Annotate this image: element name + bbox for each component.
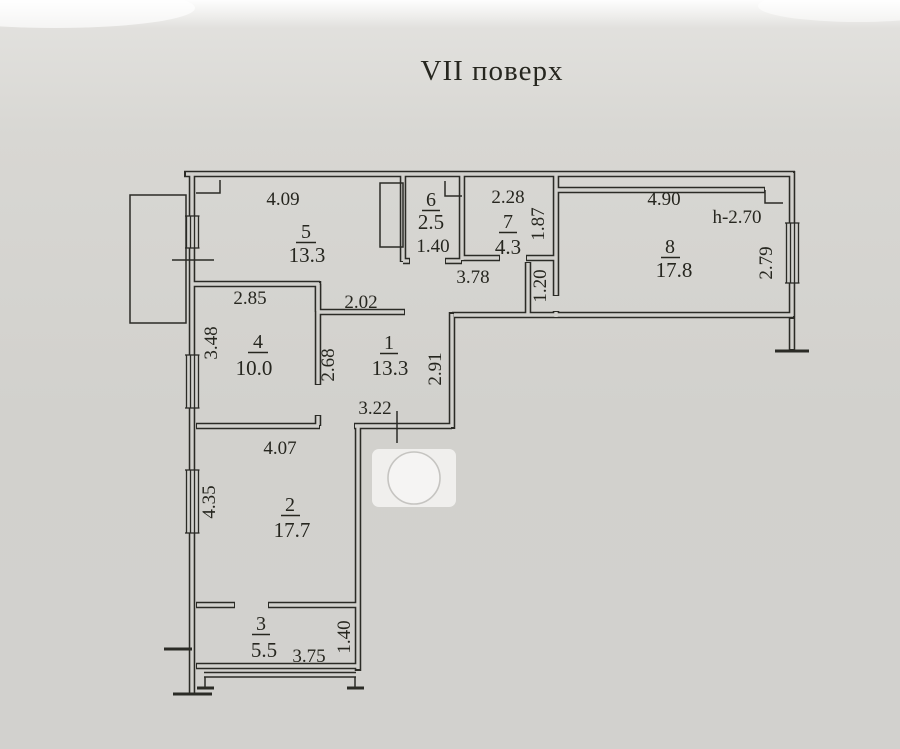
- room2-number: 2: [285, 494, 295, 516]
- dim-room5-width: 4.09: [266, 189, 299, 210]
- plan-title: VII поверх: [421, 55, 564, 87]
- room2-area: 17.7: [274, 518, 311, 542]
- room1-area: 13.3: [372, 356, 409, 380]
- external-loggia-outline: [129, 194, 187, 324]
- room7-area: 4.3: [495, 235, 521, 259]
- window-left-room2: [184, 469, 200, 534]
- dim-room7-depth: 1.87: [528, 207, 549, 240]
- dim-room4-depth: 3.48: [201, 326, 222, 359]
- room8-number: 8: [665, 236, 675, 258]
- dim-room4-width: 2.85: [233, 288, 266, 309]
- dim-hall-width: 3.78: [456, 267, 489, 288]
- room3-number: 3: [256, 613, 266, 635]
- watermark: [372, 449, 456, 507]
- window-right-room8: [784, 222, 800, 284]
- dim-room1-side: 2.68: [318, 348, 339, 381]
- dim-room8-depth: 2.79: [756, 246, 777, 279]
- window-left-room4: [184, 354, 200, 409]
- room7-number: 7: [503, 211, 513, 233]
- photo-light-band: [0, 0, 900, 28]
- room8-area: 17.8: [656, 258, 693, 282]
- dim-room1-width: 3.22: [358, 398, 391, 419]
- room1-number: 1: [384, 332, 394, 354]
- dim-room6-width: 1.40: [416, 236, 449, 257]
- balcony-railing: [204, 671, 356, 678]
- room6-number: 6: [426, 189, 436, 211]
- room4-number: 4: [253, 331, 263, 353]
- dim-room3-width: 3.75: [292, 646, 325, 667]
- shaft-outline: [379, 182, 404, 248]
- dim-room8-width: 4.90: [647, 189, 680, 210]
- dim-passage-width: 1.20: [530, 269, 551, 302]
- dim-wall-segment: 2.02: [344, 292, 377, 313]
- window-left-room5: [184, 215, 200, 249]
- thin-details: [129, 180, 783, 688]
- room4-area: 10.0: [236, 356, 273, 380]
- room8-ceiling-height: h-2.70: [712, 207, 761, 228]
- dim-room2-width: 4.07: [263, 438, 296, 459]
- room5-area: 13.3: [289, 243, 326, 267]
- dim-room7-width: 2.28: [491, 187, 524, 208]
- labels: VII поверх 4.09 5 13.3 6 2.5 1.40 2.28 7…: [199, 55, 777, 667]
- room3-area: 5.5: [251, 638, 277, 662]
- room6-area: 2.5: [418, 210, 444, 234]
- dim-room2-depth: 4.35: [199, 485, 220, 518]
- dim-room3-depth: 1.40: [334, 620, 355, 653]
- room5-number: 5: [301, 221, 311, 243]
- dim-room1-depth: 2.91: [425, 352, 446, 385]
- dimension-ticks: [172, 259, 398, 443]
- pier-feet: [164, 349, 809, 696]
